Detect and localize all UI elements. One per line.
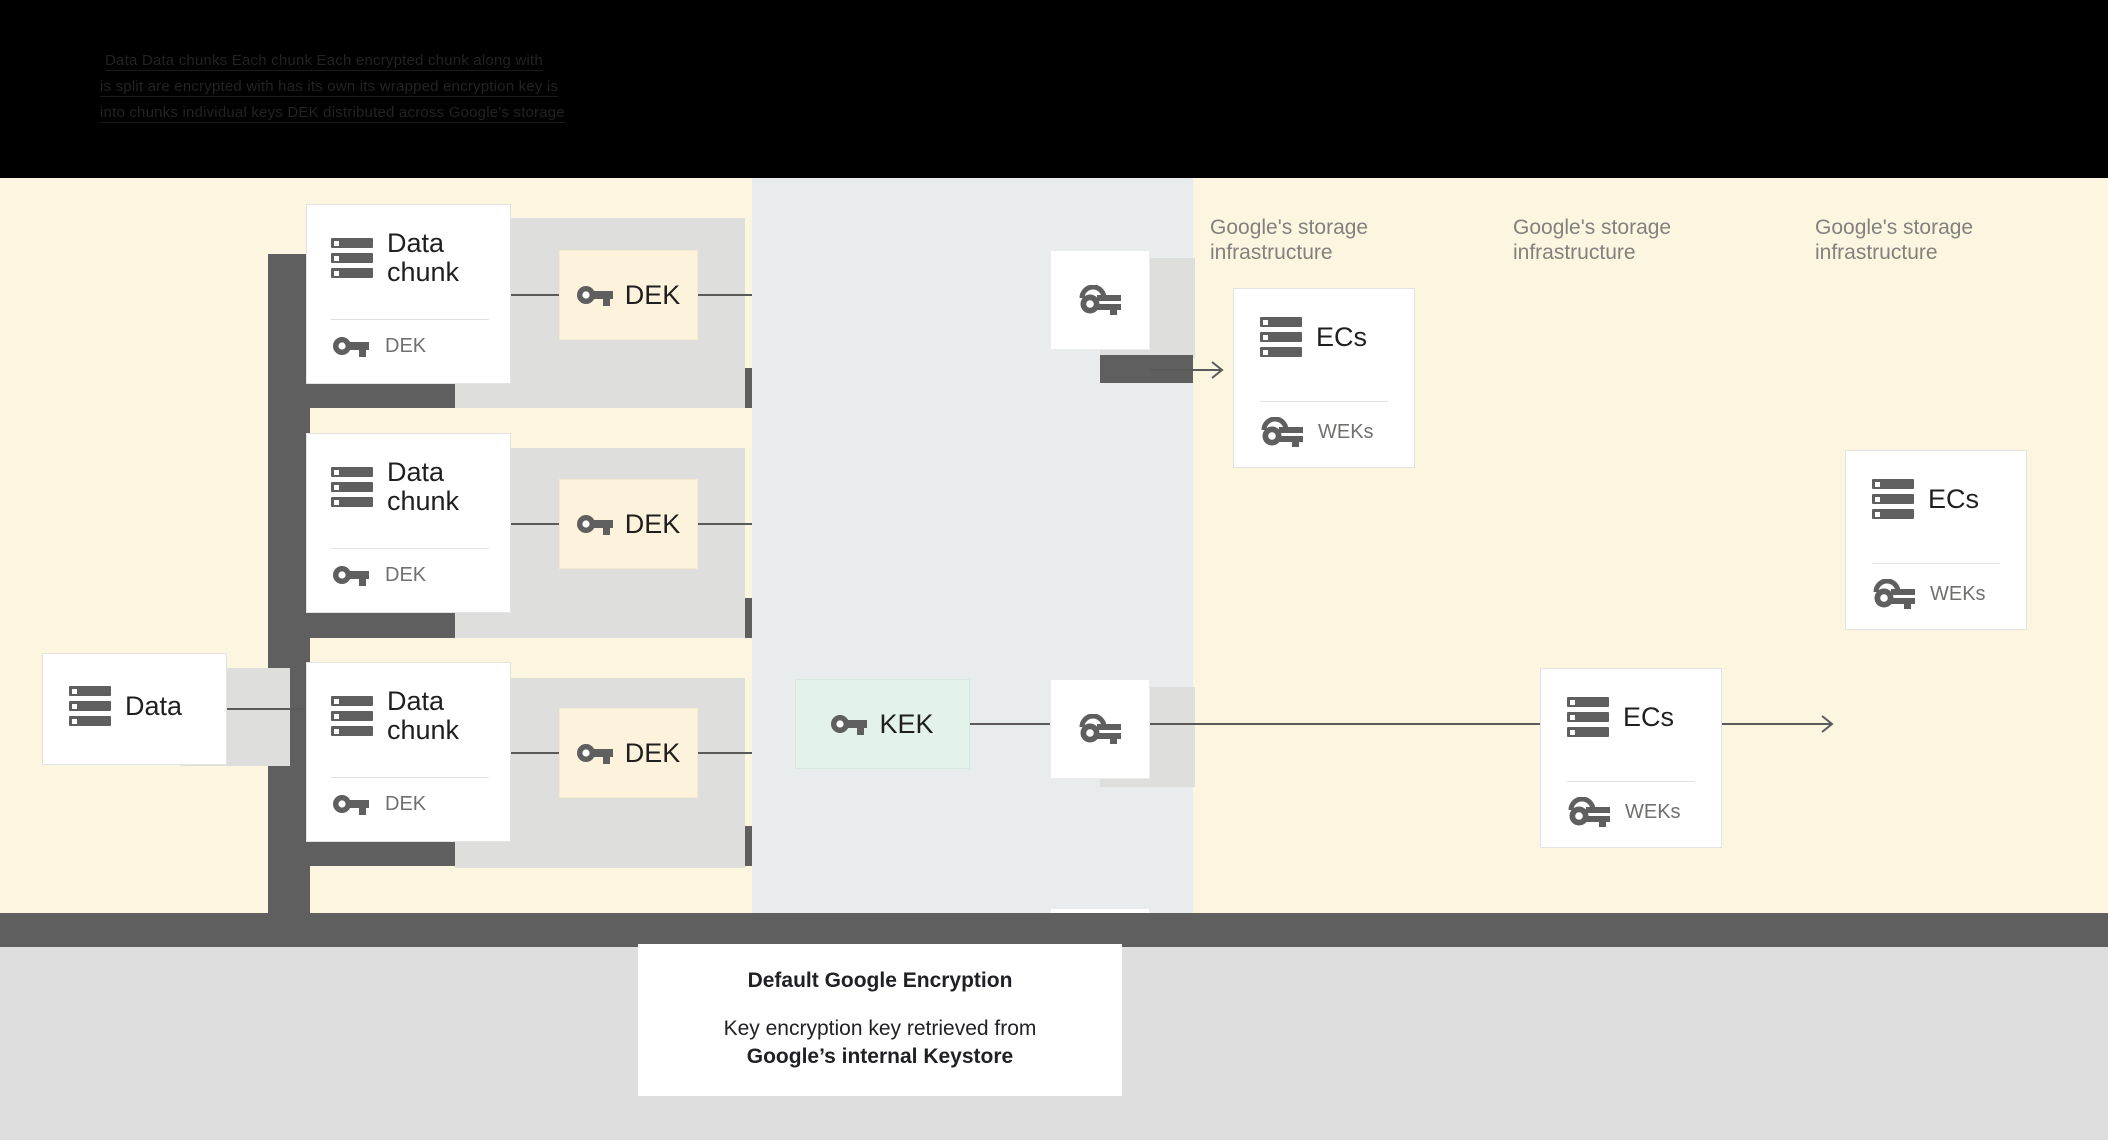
ecs-card-key-label: WEKs (1930, 583, 1986, 605)
storage-icon (331, 238, 373, 278)
caption-line-2: Google’s internal Keystore (746, 1045, 1014, 1068)
card-divider (331, 548, 489, 549)
distribution-arrow-1 (1150, 360, 1230, 380)
kek-label: KEK (879, 708, 934, 739)
header-line-1: Data Data chunks Each chunk Each encrypt… (105, 52, 543, 71)
chunk-card-key-label: DEK (385, 335, 427, 357)
connector-chunk2-dek2 (511, 523, 559, 525)
dek-label: DEK (624, 508, 681, 539)
footer-dark-band (0, 913, 2108, 947)
wrapped-key-icon (1568, 797, 1610, 827)
connector-data-to-bracket (227, 708, 327, 710)
key-icon (831, 715, 868, 735)
ecs-card-2[interactable]: ECs WEKs (1540, 668, 1722, 848)
distribution-arrow-2 (1150, 714, 1840, 734)
ecs-card-1[interactable]: ECs WEKs (1233, 288, 1415, 468)
connector-dek1-right (698, 294, 752, 296)
storage-icon (331, 696, 373, 736)
dek-box-2[interactable]: DEK (559, 479, 698, 569)
card-divider (331, 319, 489, 320)
kek-box[interactable]: KEK (795, 679, 970, 769)
chunk-card-2[interactable]: Data chunk DEK (306, 433, 511, 613)
key-icon (333, 337, 369, 357)
caption-title: Default Google Encryption (747, 969, 1013, 992)
connector-chunk3-dek3 (511, 752, 559, 754)
key-icon (576, 744, 613, 764)
card-divider (1872, 563, 2000, 564)
key-icon (333, 566, 369, 586)
chunk-card-title: Data chunk (387, 686, 460, 745)
key-icon (576, 286, 613, 306)
chunk-card-1[interactable]: Data chunk DEK (306, 204, 511, 384)
caption-line-1: Key encryption key retrieved from (723, 1017, 1037, 1040)
wrapped-key-icon (1079, 714, 1121, 744)
page-header: Data Data chunks Each chunk Each encrypt… (0, 0, 2108, 155)
connector-kek-right (970, 723, 1050, 725)
diagram-canvas: Data Data chunk DEK (0, 178, 2108, 1016)
chunk-card-title: Data chunk (387, 228, 460, 287)
card-divider (331, 777, 489, 778)
ecs-card-key-label: WEKs (1318, 421, 1374, 443)
ecs-card-3[interactable]: ECs WEKs (1845, 450, 2027, 630)
ecs-card-title: ECs (1928, 483, 1980, 514)
connector-dek2-right (698, 523, 752, 525)
storage-icon (1260, 317, 1302, 357)
data-card[interactable]: Data (42, 653, 227, 765)
infra-label-3: Google's storage infrastructure (1815, 216, 1974, 264)
wek-box-2[interactable] (1050, 679, 1150, 779)
card-divider (1260, 401, 1388, 402)
storage-icon (1567, 697, 1609, 737)
connector-chunk1-dek1 (511, 294, 559, 296)
chunk-card-3[interactable]: Data chunk DEK (306, 662, 511, 842)
storage-icon (331, 467, 373, 507)
dek-label: DEK (624, 279, 681, 310)
header-line-2: is split are encrypted with has its own … (100, 78, 559, 97)
ecs-card-title: ECs (1316, 321, 1368, 352)
chunk-card-key-label: DEK (385, 793, 427, 815)
infra-label-1: Google's storage infrastructure (1210, 216, 1369, 264)
caption-box: Default Google Encryption Key encryption… (638, 944, 1122, 1096)
wrapped-key-icon (1261, 417, 1303, 447)
dek-label: DEK (624, 737, 681, 768)
ecs-card-title: ECs (1623, 701, 1675, 732)
ecs-card-key-label: WEKs (1625, 801, 1681, 823)
storage-icon (69, 686, 111, 726)
dek-box-1[interactable]: DEK (559, 250, 698, 340)
key-icon (576, 515, 613, 535)
card-divider (1567, 781, 1695, 782)
chunk-card-title: Data chunk (387, 457, 460, 516)
header-line-3: into chunks individual keys DEK distribu… (100, 104, 565, 123)
wek-box-1[interactable] (1050, 250, 1150, 350)
wrapped-key-icon (1873, 579, 1915, 609)
dek-box-3[interactable]: DEK (559, 708, 698, 798)
wrapped-key-icon (1079, 285, 1121, 315)
key-icon (333, 795, 369, 815)
caption-body: Key encryption key retrieved from Google… (724, 1015, 1037, 1071)
data-card-title: Data (125, 690, 183, 721)
infra-label-2: Google's storage infrastructure (1513, 216, 1672, 264)
chunk-card-key-label: DEK (385, 564, 427, 586)
connector-dek3-right (698, 752, 752, 754)
storage-icon (1872, 479, 1914, 519)
